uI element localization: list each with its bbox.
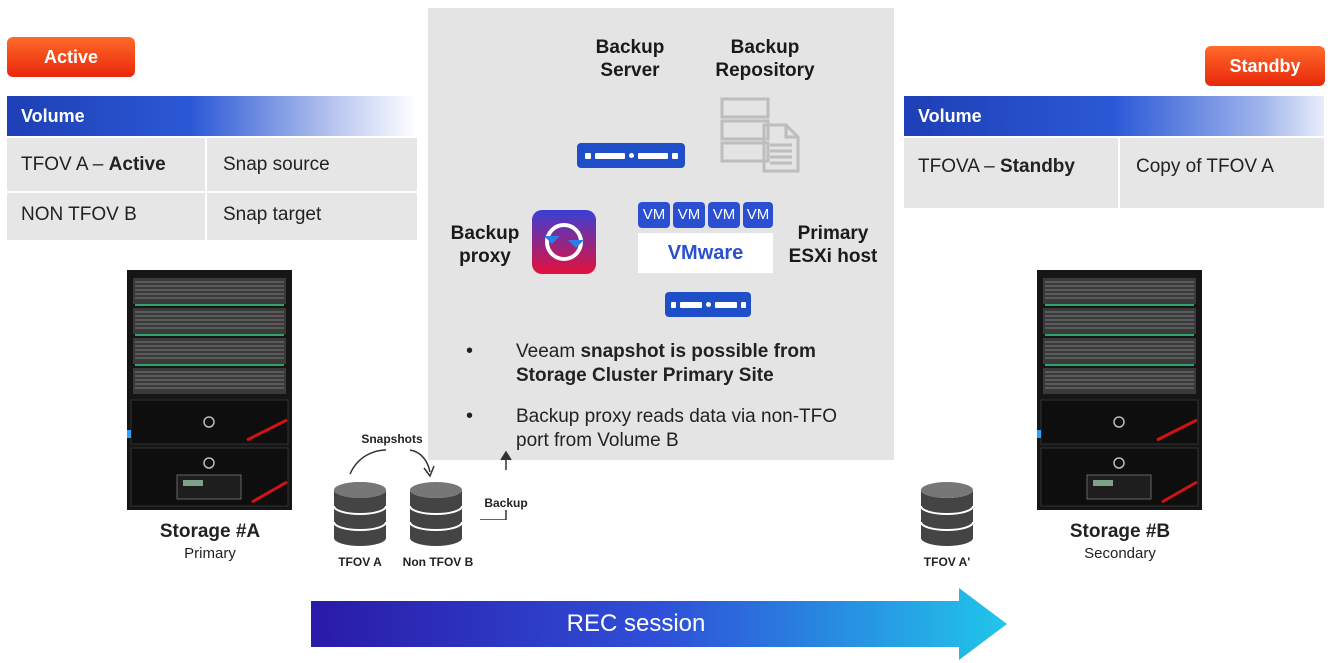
storage-a-title: Storage #A (159, 521, 261, 542)
volume-name: TFOVA – (918, 156, 1001, 177)
vm-icon: VM (743, 202, 773, 228)
volume-name: TFOV A – (21, 154, 109, 175)
table-row: TFOVA – Standby Copy of TFOV A (904, 148, 1324, 186)
volume-name-cell: TFOV A – Active (7, 146, 205, 184)
server-slot (714, 301, 737, 308)
snapshot-arrows (349, 449, 512, 520)
server-slot (679, 301, 702, 308)
table-row: TFOV A – Active Snap source (7, 146, 417, 184)
backup-repository-label: Backup Repository (715, 37, 815, 81)
server-led (628, 153, 634, 158)
right-volume-table: TFOVA – Standby Copy of TFOV A (904, 138, 1324, 208)
storage-rack-icon (127, 270, 292, 510)
disk-drawing (920, 482, 974, 546)
volume-state: Standby (1000, 156, 1075, 177)
database-disk-icon (408, 480, 464, 548)
column-divider (205, 138, 207, 240)
bullet-item: Veeam snapshot is possible from Storage … (516, 340, 876, 388)
row-divider (7, 191, 417, 193)
volume-role: Copy of TFOV A (1136, 156, 1274, 177)
bullet-marker: • (466, 340, 474, 362)
volume-role-cell: Snap source (209, 146, 415, 184)
server-slot (740, 301, 746, 308)
primary-esxi-label: Primary ESXi host (788, 223, 878, 267)
server-slot (671, 152, 678, 159)
rec-session-arrow (311, 588, 1007, 660)
veeam-sync-icon (532, 210, 596, 274)
bullet-item: Backup proxy reads data via non-TFO port… (516, 405, 866, 453)
bullet-emphasis: snapshot is possible from Storage Cluste… (516, 341, 816, 386)
tfov-a-label: TFOV A (338, 555, 382, 569)
server-slot (637, 152, 668, 159)
proxy-drawing (532, 210, 596, 274)
volume-role: Snap source (223, 154, 330, 175)
server-slot (594, 152, 625, 159)
bullet-text: Veeam (516, 341, 581, 362)
active-badge: Active (7, 37, 135, 77)
disk-drawing (333, 482, 387, 546)
snapshots-label: Snapshots (361, 432, 423, 446)
database-disk-icon (919, 480, 975, 548)
backup-server-label: Backup Server (595, 37, 665, 81)
column-divider (1118, 138, 1120, 208)
document-stack-icon (720, 97, 800, 173)
volume-name-cell: TFOVA – Standby (904, 148, 1118, 186)
bullet-marker: • (466, 405, 474, 427)
bullet-text: Backup proxy reads data via non-TFO port… (516, 406, 838, 451)
volume-role: Snap target (223, 204, 322, 225)
server-icon (665, 292, 751, 317)
server-icon (577, 143, 685, 168)
storage-b-subtitle: Secondary (1084, 545, 1156, 562)
volume-state: Active (108, 154, 166, 175)
backup-proxy-label: Backup proxy (450, 223, 520, 267)
left-volume-table: TFOV A – Active Snap source NON TFOV B S… (7, 138, 417, 240)
database-disk-icon (332, 480, 388, 548)
server-slot (670, 301, 676, 308)
volume-role-cell: Snap target (209, 196, 415, 234)
storage-a-subtitle: Primary (184, 545, 236, 562)
backup-arrow-label: Backup (484, 496, 528, 510)
repository-drawing (720, 97, 800, 173)
vm-icon: VM (708, 202, 740, 228)
tfov-a-prime-label: TFOV A' (923, 555, 971, 569)
disk-drawing (409, 482, 463, 546)
rec-session-label: REC session (566, 610, 706, 637)
storage-rack-drawing (127, 270, 292, 510)
server-led (705, 302, 711, 307)
volume-name-cell: NON TFOV B (7, 196, 205, 234)
storage-b-title: Storage #B (1069, 521, 1171, 542)
left-volume-header: Volume (7, 96, 417, 136)
right-volume-header: Volume (904, 96, 1324, 136)
vmware-label: VMware (638, 233, 773, 273)
vm-icon: VM (638, 202, 670, 228)
table-row: NON TFOV B Snap target (7, 196, 417, 234)
vm-icon: VM (673, 202, 705, 228)
non-tfov-b-label: Non TFOV B (402, 555, 474, 569)
storage-rack-drawing (1037, 270, 1202, 510)
volume-role-cell: Copy of TFOV A (1122, 148, 1324, 186)
storage-rack-icon (1037, 270, 1202, 510)
standby-badge: Standby (1205, 46, 1325, 86)
volume-name: NON TFOV B (21, 204, 137, 225)
server-slot (584, 152, 591, 159)
